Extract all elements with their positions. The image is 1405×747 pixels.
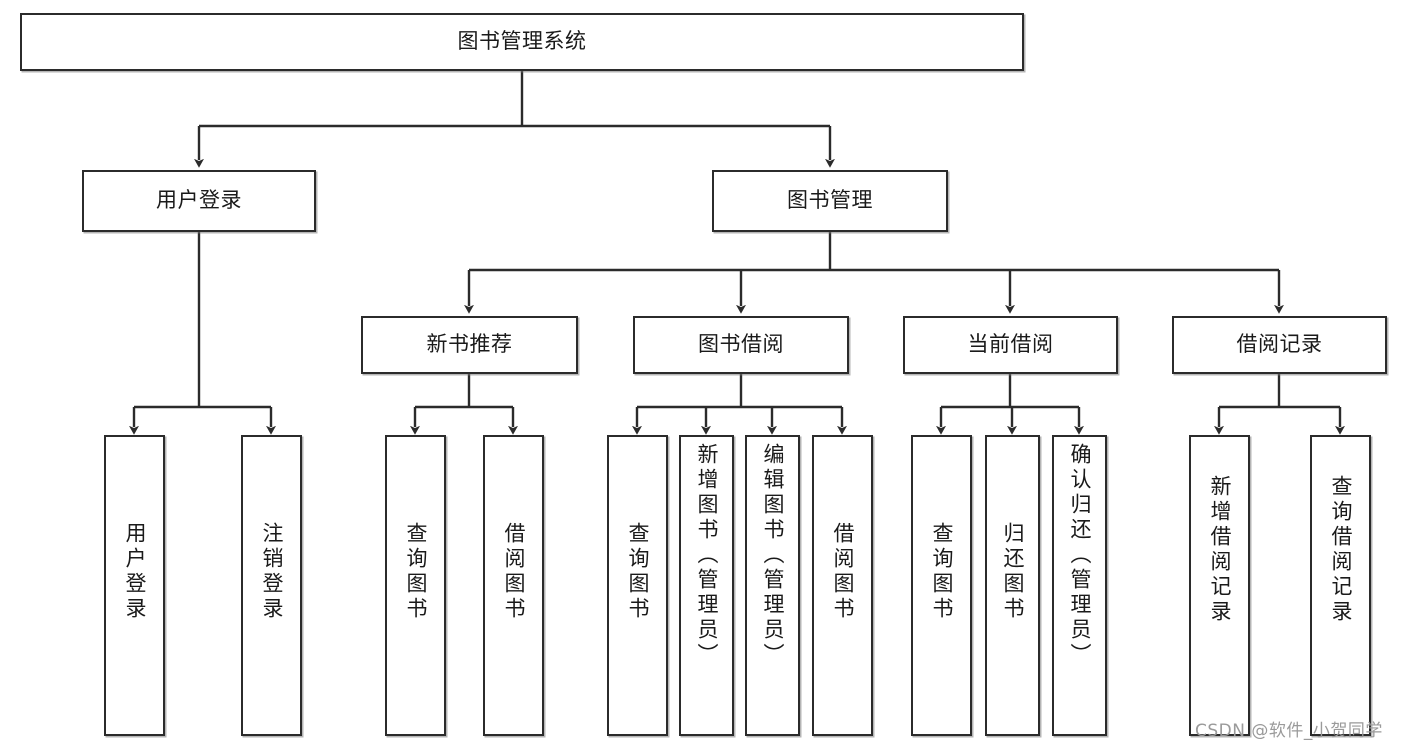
leaf-add-book-admin-label: 新增图书（管理员） [695,443,719,668]
leaf-edit-book-admin[interactable]: 编辑图书（管理员） [745,435,800,736]
leaf-query-books-borrow[interactable]: 查询图书 [607,435,668,736]
leaf-add-borrow-record-label: 新增借阅记录 [1208,475,1232,625]
edges-borrow-to-leaves [632,374,847,435]
node-book-management[interactable]: 图书管理 [712,170,948,232]
leaf-query-borrow-record-label: 查询借阅记录 [1329,475,1353,625]
edges-userlogin-to-leaves [129,232,276,435]
leaf-logout[interactable]: 注销登录 [241,435,302,736]
leaf-edit-book-admin-label: 编辑图书（管理员） [761,443,785,668]
leaf-borrow-books-newbook[interactable]: 借阅图书 [483,435,544,736]
leaf-confirm-return-admin-label: 确认归还（管理员） [1068,443,1092,668]
leaf-query-books-current[interactable]: 查询图书 [911,435,972,736]
edges-newbook-to-leaves [410,374,518,435]
node-current-borrow-label: 当前借阅 [967,332,1054,357]
leaf-add-borrow-record[interactable]: 新增借阅记录 [1189,435,1250,736]
leaf-logout-label: 注销登录 [260,522,284,622]
leaf-query-borrow-record[interactable]: 查询借阅记录 [1310,435,1371,736]
leaf-borrow-books-borrow[interactable]: 借阅图书 [812,435,873,736]
edges-records-to-leaves [1214,374,1345,435]
leaf-query-books-newbook-label: 查询图书 [404,522,428,622]
leaf-return-books[interactable]: 归还图书 [985,435,1040,736]
node-book-management-label: 图书管理 [787,188,873,213]
leaf-return-books-label: 归还图书 [1001,522,1025,622]
node-root-label: 图书管理系统 [457,29,587,54]
node-root[interactable]: 图书管理系统 [20,13,1024,71]
node-book-borrow[interactable]: 图书借阅 [633,316,849,374]
leaf-query-books-newbook[interactable]: 查询图书 [385,435,446,736]
leaf-add-book-admin[interactable]: 新增图书（管理员） [679,435,734,736]
leaf-borrow-books-newbook-label: 借阅图书 [502,522,526,622]
leaf-query-books-borrow-label: 查询图书 [626,522,650,622]
node-new-book-recommend-label: 新书推荐 [426,332,513,357]
node-new-book-recommend[interactable]: 新书推荐 [361,316,578,374]
edges-booksmgmt-to-level3 [464,232,1284,314]
leaf-query-books-current-label: 查询图书 [930,522,954,622]
edges-root-to-level2 [194,71,835,168]
node-user-login[interactable]: 用户登录 [82,170,316,232]
node-borrow-records-label: 借阅记录 [1236,332,1323,357]
node-current-borrow[interactable]: 当前借阅 [903,316,1118,374]
csdn-watermark: CSDN @软件_小贺同学 [1195,721,1383,741]
node-book-borrow-label: 图书借阅 [698,332,784,357]
leaf-user-login-label: 用户登录 [123,522,147,622]
node-borrow-records[interactable]: 借阅记录 [1172,316,1387,374]
leaf-user-login[interactable]: 用户登录 [104,435,165,736]
leaf-confirm-return-admin[interactable]: 确认归还（管理员） [1052,435,1107,736]
edges-current-to-leaves [936,374,1084,435]
node-user-login-label: 用户登录 [156,188,242,213]
leaf-borrow-books-borrow-label: 借阅图书 [831,522,855,622]
